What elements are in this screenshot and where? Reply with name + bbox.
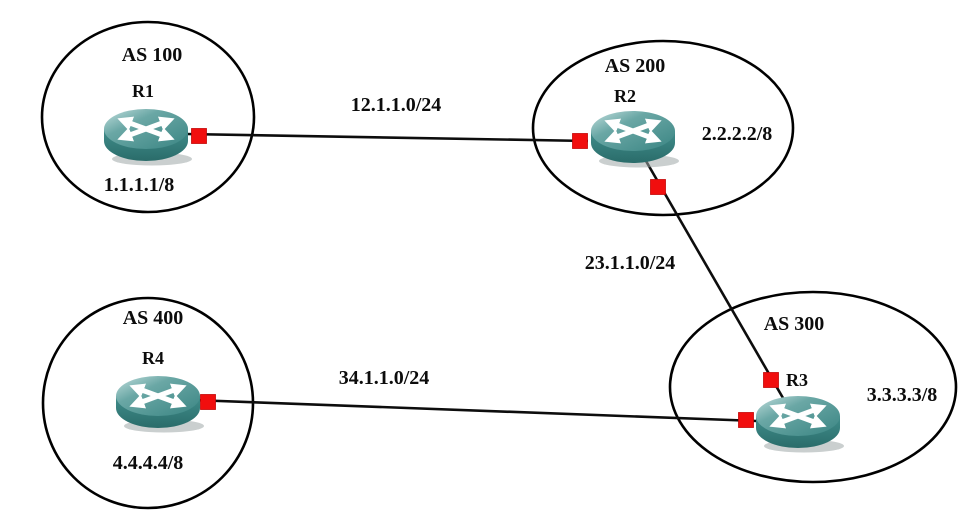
- link-r1-r2-subnet-label: 12.1.1.0/24: [351, 94, 442, 116]
- link-r2-r3[interactable]: [644, 160, 785, 399]
- as-300-label: AS 300: [764, 313, 825, 335]
- link-r1-r2[interactable]: [185, 132, 589, 143]
- interface-marker-r2-bottom: [650, 179, 666, 195]
- as-400-label: AS 400: [123, 307, 184, 329]
- as-300-boundary: [668, 290, 958, 484]
- interface-marker-r3-top: [763, 372, 779, 388]
- link-r4-r3-subnet-label: 34.1.1.0/24: [339, 367, 430, 389]
- router-r4-label: R4: [142, 348, 164, 368]
- router-r3-address-label: 3.3.3.3/8: [867, 384, 938, 406]
- as-200-label: AS 200: [605, 55, 666, 77]
- router-r2-address-label: 2.2.2.2/8: [702, 123, 773, 145]
- router-r2-label: R2: [614, 86, 636, 106]
- router-r3-icon[interactable]: [756, 396, 844, 453]
- router-r1-label: R1: [132, 81, 154, 101]
- router-r4-address-label: 4.4.4.4/8: [113, 452, 184, 474]
- router-r1-address-label: 1.1.1.1/8: [104, 174, 175, 196]
- router-r1-icon[interactable]: [104, 109, 192, 166]
- as-100-boundary: [40, 20, 256, 214]
- interface-marker-r3-left: [738, 412, 754, 428]
- link-r2-r3-subnet-label: 23.1.1.0/24: [585, 252, 676, 274]
- interface-marker-r2-left: [572, 133, 588, 149]
- interface-marker-r4: [200, 394, 216, 410]
- interface-marker-r1: [191, 128, 207, 144]
- router-r4-icon[interactable]: [116, 376, 204, 433]
- router-r3-label: R3: [786, 370, 808, 390]
- as-100-label: AS 100: [122, 44, 183, 66]
- as-200-boundary: [531, 39, 795, 217]
- link-r4-r3[interactable]: [192, 398, 758, 423]
- router-r2-icon[interactable]: [591, 111, 679, 168]
